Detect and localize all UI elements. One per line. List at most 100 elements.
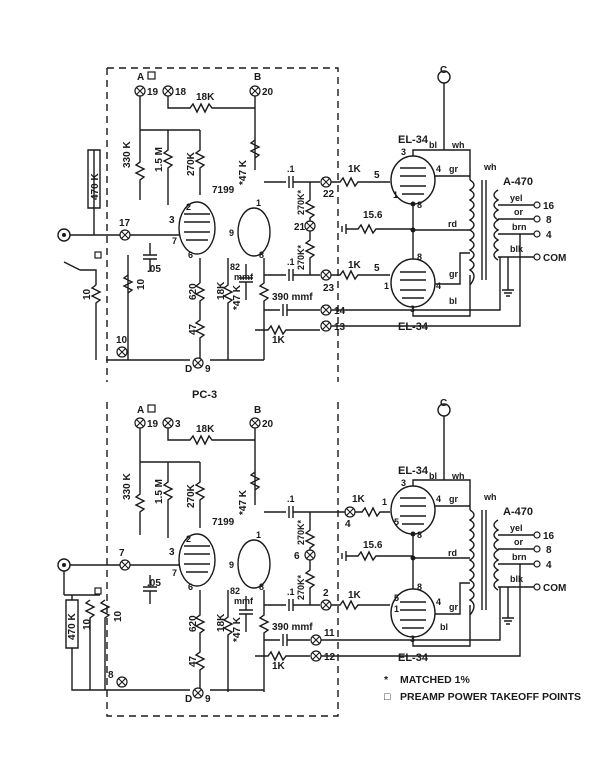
svg-text:4: 4: [436, 494, 441, 504]
svg-text:.1: .1: [287, 587, 295, 597]
svg-text:1K: 1K: [348, 260, 362, 271]
svg-text:1: 1: [393, 190, 398, 200]
svg-text:19: 19: [147, 87, 159, 98]
svg-text:4: 4: [436, 597, 441, 607]
label-b-1: B: [254, 72, 261, 83]
svg-text:gr: gr: [449, 494, 458, 504]
legend-takeoff-text: PREAMP POWER TAKEOFF POINTS: [400, 691, 582, 703]
svg-text:330 K: 330 K: [122, 473, 133, 500]
svg-text:.05: .05: [147, 578, 161, 589]
takeoff-square-1: [147, 71, 156, 80]
svg-text:8: 8: [417, 252, 422, 262]
svg-text:17: 17: [119, 218, 131, 229]
svg-text:1K: 1K: [348, 164, 362, 175]
svg-text:8: 8: [259, 250, 264, 260]
svg-text:5: 5: [374, 263, 380, 274]
svg-text:270K*: 270K*: [296, 574, 306, 600]
label-a-1: A: [137, 72, 144, 83]
svg-text:330 K: 330 K: [122, 141, 133, 168]
svg-text:blk: blk: [510, 244, 524, 254]
tube-7199-2: [178, 533, 216, 587]
svg-text:23: 23: [323, 283, 335, 294]
svg-text:22: 22: [323, 189, 335, 200]
svg-text:blk: blk: [510, 574, 524, 584]
svg-text:*47 K: *47 K: [232, 284, 243, 310]
svg-text:10: 10: [82, 288, 93, 300]
svg-text:EL-34: EL-34: [398, 652, 429, 664]
pc3-board-boundary-upper: [107, 67, 339, 382]
svg-text:82: 82: [230, 262, 240, 272]
svg-text:3: 3: [401, 478, 406, 488]
svg-text:8: 8: [417, 200, 422, 210]
svg-text:rd: rd: [448, 548, 457, 558]
svg-text:B: B: [254, 405, 261, 416]
svg-text:10: 10: [113, 610, 124, 622]
svg-text:wh: wh: [451, 471, 465, 481]
svg-text:*47 K: *47 K: [238, 159, 249, 185]
svg-text:mmf: mmf: [234, 272, 254, 282]
svg-text:19: 19: [147, 419, 159, 430]
svg-text:11: 11: [324, 628, 335, 639]
svg-text:390 mmf: 390 mmf: [272, 292, 313, 303]
svg-text:270K: 270K: [186, 151, 197, 176]
svg-text:C: C: [440, 398, 447, 409]
svg-text:82: 82: [230, 586, 240, 596]
svg-text:wh: wh: [451, 140, 465, 150]
svg-text:8: 8: [417, 530, 422, 540]
svg-text:.1: .1: [287, 257, 295, 267]
svg-text:.1: .1: [287, 494, 295, 504]
svg-text:15.6: 15.6: [363, 540, 383, 551]
svg-text:brn: brn: [512, 222, 527, 232]
svg-text:3: 3: [401, 147, 406, 157]
svg-text:4: 4: [345, 519, 351, 530]
svg-text:9: 9: [205, 694, 211, 705]
svg-text:3: 3: [175, 419, 181, 430]
svg-text:bl: bl: [429, 140, 437, 150]
svg-text:4: 4: [546, 230, 552, 241]
svg-text:yel: yel: [510, 193, 523, 203]
svg-text:1: 1: [256, 198, 261, 208]
svg-text:1: 1: [256, 530, 261, 540]
svg-text:390 mmf: 390 mmf: [272, 622, 313, 633]
svg-text:A-470: A-470: [503, 176, 533, 188]
tube-7199-1: [178, 201, 216, 255]
svg-text:4: 4: [436, 281, 441, 291]
svg-text:18K: 18K: [196, 424, 215, 435]
svg-text:2: 2: [323, 588, 329, 599]
svg-text:6: 6: [294, 551, 300, 562]
legend-takeoff: □PREAMP POWER TAKEOFF POINTS: [384, 689, 600, 706]
channel-2: A B 19 3 20 18K 330 K 1.5 M 270K *47 K 7…: [57, 398, 566, 705]
svg-text:5: 5: [374, 170, 380, 181]
svg-text:7: 7: [172, 568, 177, 578]
svg-text:4: 4: [546, 560, 552, 571]
svg-text:C: C: [440, 65, 447, 76]
svg-text:10: 10: [82, 618, 93, 630]
svg-text:brn: brn: [512, 552, 527, 562]
svg-text:gr: gr: [449, 164, 458, 174]
power-tube-1b: [390, 258, 436, 308]
svg-text:270K*: 270K*: [296, 519, 306, 545]
svg-text:yel: yel: [510, 523, 523, 533]
svg-text:wh: wh: [483, 492, 497, 502]
svg-text:270K*: 270K*: [296, 244, 306, 270]
svg-text:*47 K: *47 K: [238, 489, 249, 515]
svg-text:rd: rd: [448, 219, 457, 229]
svg-text:12: 12: [324, 652, 336, 663]
svg-text:wh: wh: [483, 162, 497, 172]
svg-text:18K: 18K: [216, 281, 227, 300]
svg-text:D: D: [185, 694, 192, 705]
svg-text:6: 6: [188, 250, 193, 260]
svg-text:8: 8: [546, 545, 552, 556]
svg-text:270K*: 270K*: [296, 189, 306, 215]
svg-text:8: 8: [417, 582, 422, 592]
svg-text:bl: bl: [429, 471, 437, 481]
svg-text:gr: gr: [449, 269, 458, 279]
svg-text:A-470: A-470: [503, 506, 533, 518]
svg-text:18K: 18K: [216, 613, 227, 632]
svg-text:D: D: [185, 364, 192, 375]
svg-text:bl: bl: [449, 296, 457, 306]
svg-text:1K: 1K: [272, 661, 286, 672]
svg-text:470 K: 470 K: [90, 173, 101, 200]
legend-matched-text: MATCHED 1%: [400, 674, 470, 686]
svg-text:21: 21: [294, 222, 306, 233]
